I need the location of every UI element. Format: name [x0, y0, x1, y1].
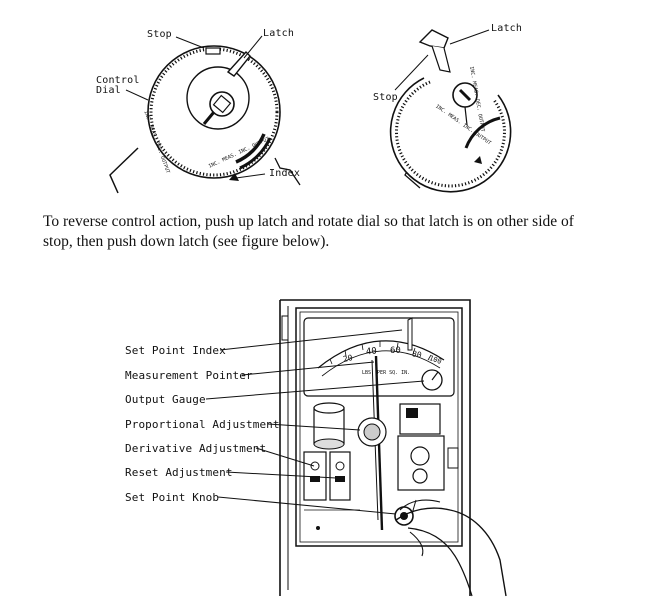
- instruction-paragraph: To reverse control action, push up latch…: [43, 212, 643, 252]
- callout-proportional-adjustment: Proportional Adjustment: [125, 418, 280, 431]
- scale-unit-label: LBS. PER SQ. IN.: [362, 370, 411, 376]
- callout-output-gauge: Output Gauge: [125, 393, 206, 406]
- callout-reset-adjustment: Reset Adjustment: [125, 466, 233, 479]
- left-latch-label: Latch: [263, 28, 295, 39]
- index-label: Index: [269, 168, 301, 179]
- instruction-line-2: stop, then push down latch (see figure b…: [43, 233, 330, 250]
- callout-set-point-index: Set Point Index: [125, 344, 226, 357]
- instruction-line-1: To reverse control action, push up latch…: [43, 213, 574, 230]
- callout-set-point-knob: Set Point Knob: [125, 491, 220, 504]
- control-dial-label: Control Dial: [96, 75, 140, 96]
- right-stop-label: Stop: [373, 92, 398, 103]
- callout-measurement-pointer: Measurement Pointer: [125, 369, 253, 382]
- scale-tick-40: 40: [365, 346, 378, 358]
- callout-leaders: [205, 329, 425, 515]
- scale-tick-60: 60: [390, 346, 401, 356]
- left-stop-label: Stop: [147, 29, 172, 40]
- callout-derivative-adjustment: Derivative Adjustment: [125, 442, 267, 455]
- right-latch-label: Latch: [491, 23, 523, 34]
- scale-tick-marks: [329, 341, 432, 365]
- scale-tick-80: 80: [411, 349, 423, 360]
